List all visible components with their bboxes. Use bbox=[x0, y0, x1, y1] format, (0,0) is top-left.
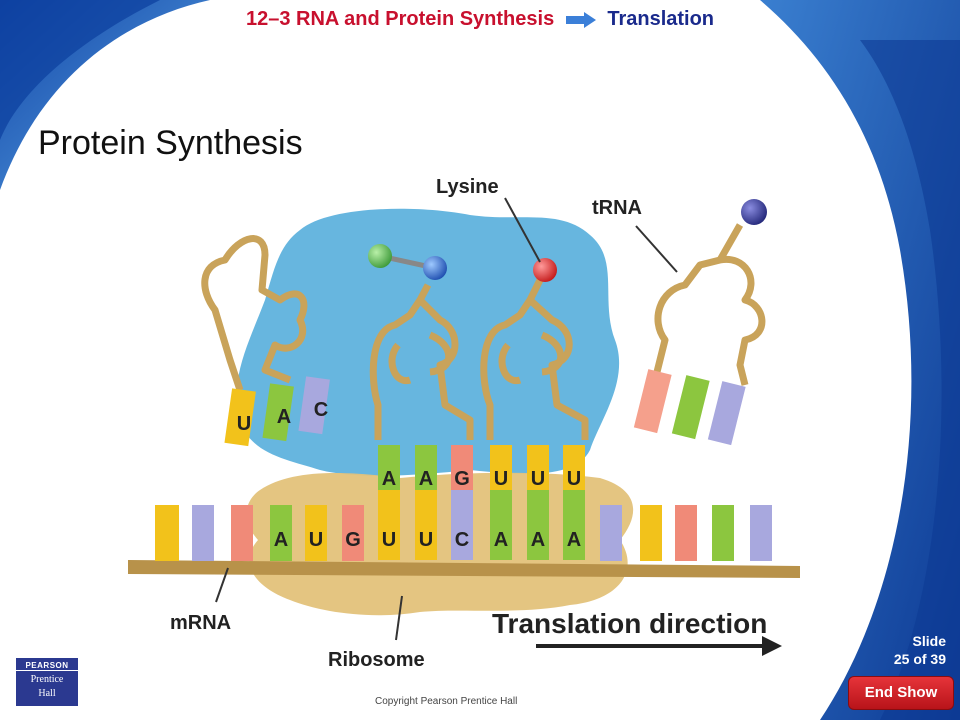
end-show-button[interactable]: End Show bbox=[848, 676, 954, 710]
mrna-backbone bbox=[128, 560, 800, 578]
trna-mid1-base-2: A bbox=[419, 468, 433, 490]
trna-mid2-base-1: U bbox=[494, 468, 508, 490]
mrna-bases-right bbox=[600, 505, 772, 561]
mrna-codon-7: A bbox=[494, 529, 508, 551]
chapter-title: 12–3 RNA and Protein Synthesis bbox=[245, 8, 555, 30]
mrna-codon-bases bbox=[270, 490, 585, 561]
pearson-logo: PEARSON Prentice Hall bbox=[16, 658, 78, 706]
amino-acid-lysine bbox=[533, 258, 557, 282]
mrna-bases-left bbox=[155, 505, 253, 561]
trna-middle-2-anticodon bbox=[490, 445, 585, 490]
label-translation-direction: Translation direction bbox=[492, 608, 768, 639]
slide-label: Slide bbox=[912, 633, 946, 649]
trna-mid1-base-3: G bbox=[454, 468, 470, 490]
mrna-codon-4: U bbox=[382, 529, 396, 551]
amino-acid-blue bbox=[423, 256, 447, 280]
label-mrna: mRNA bbox=[170, 612, 232, 634]
slide-indicator: Slide 25 of 39 bbox=[894, 632, 946, 668]
trna-middle-1 bbox=[369, 283, 474, 440]
trna-left-anticodon bbox=[224, 376, 330, 447]
trna-right-anticodon bbox=[633, 369, 746, 446]
trna-mid2-base-2: U bbox=[531, 468, 545, 490]
mrna-codon-5: U bbox=[419, 529, 433, 551]
trna-mid1-base-1: A bbox=[382, 468, 396, 490]
trna-mid2-base-3: U bbox=[567, 468, 581, 490]
mrna-codon-2: U bbox=[309, 529, 323, 551]
mrna-codon-8: A bbox=[531, 529, 545, 551]
amino-acid-green bbox=[368, 244, 392, 268]
trna-leader bbox=[635, 225, 678, 273]
trna-left-base-3: C bbox=[314, 399, 328, 421]
label-trna: tRNA bbox=[592, 197, 642, 219]
trna-left bbox=[201, 235, 308, 392]
direction-arrow bbox=[536, 636, 782, 656]
ribosome-leader bbox=[395, 595, 403, 641]
copyright-text: Copyright Pearson Prentice Hall bbox=[375, 696, 518, 707]
section-title: Translation bbox=[607, 8, 715, 30]
trna-middle-1-anticodon bbox=[378, 445, 473, 490]
trna-right bbox=[651, 223, 766, 386]
mrna-codon-1: A bbox=[274, 529, 288, 551]
slide-count: 25 of 39 bbox=[893, 651, 946, 667]
trna-left-base-2: A bbox=[277, 406, 291, 428]
arrow-right-icon bbox=[565, 11, 596, 28]
mrna-codon-6: C bbox=[455, 529, 469, 551]
label-lysine: Lysine bbox=[436, 176, 499, 198]
trna-middle-2 bbox=[480, 278, 589, 440]
logo-top: PEARSON bbox=[16, 658, 78, 671]
mrna-leader bbox=[215, 567, 229, 603]
protein-synthesis-diagram: A U G U U C A A A U A C A A G bbox=[128, 197, 800, 656]
logo-line2: Hall bbox=[38, 688, 56, 699]
header-breadcrumb: 12–3 RNA and Protein Synthesis Translati… bbox=[0, 8, 960, 31]
mrna-codon-3: G bbox=[345, 529, 361, 551]
ribosome-large-subunit bbox=[236, 208, 620, 476]
logo-line1: Prentice bbox=[30, 674, 64, 685]
trna-left-base-1: U bbox=[237, 413, 251, 435]
amino-acid-navy bbox=[741, 199, 767, 225]
mrna-codon-9: A bbox=[567, 529, 581, 551]
lysine-leader bbox=[504, 197, 541, 263]
label-ribosome: Ribosome bbox=[328, 649, 425, 671]
page-title: Protein Synthesis bbox=[38, 124, 303, 162]
